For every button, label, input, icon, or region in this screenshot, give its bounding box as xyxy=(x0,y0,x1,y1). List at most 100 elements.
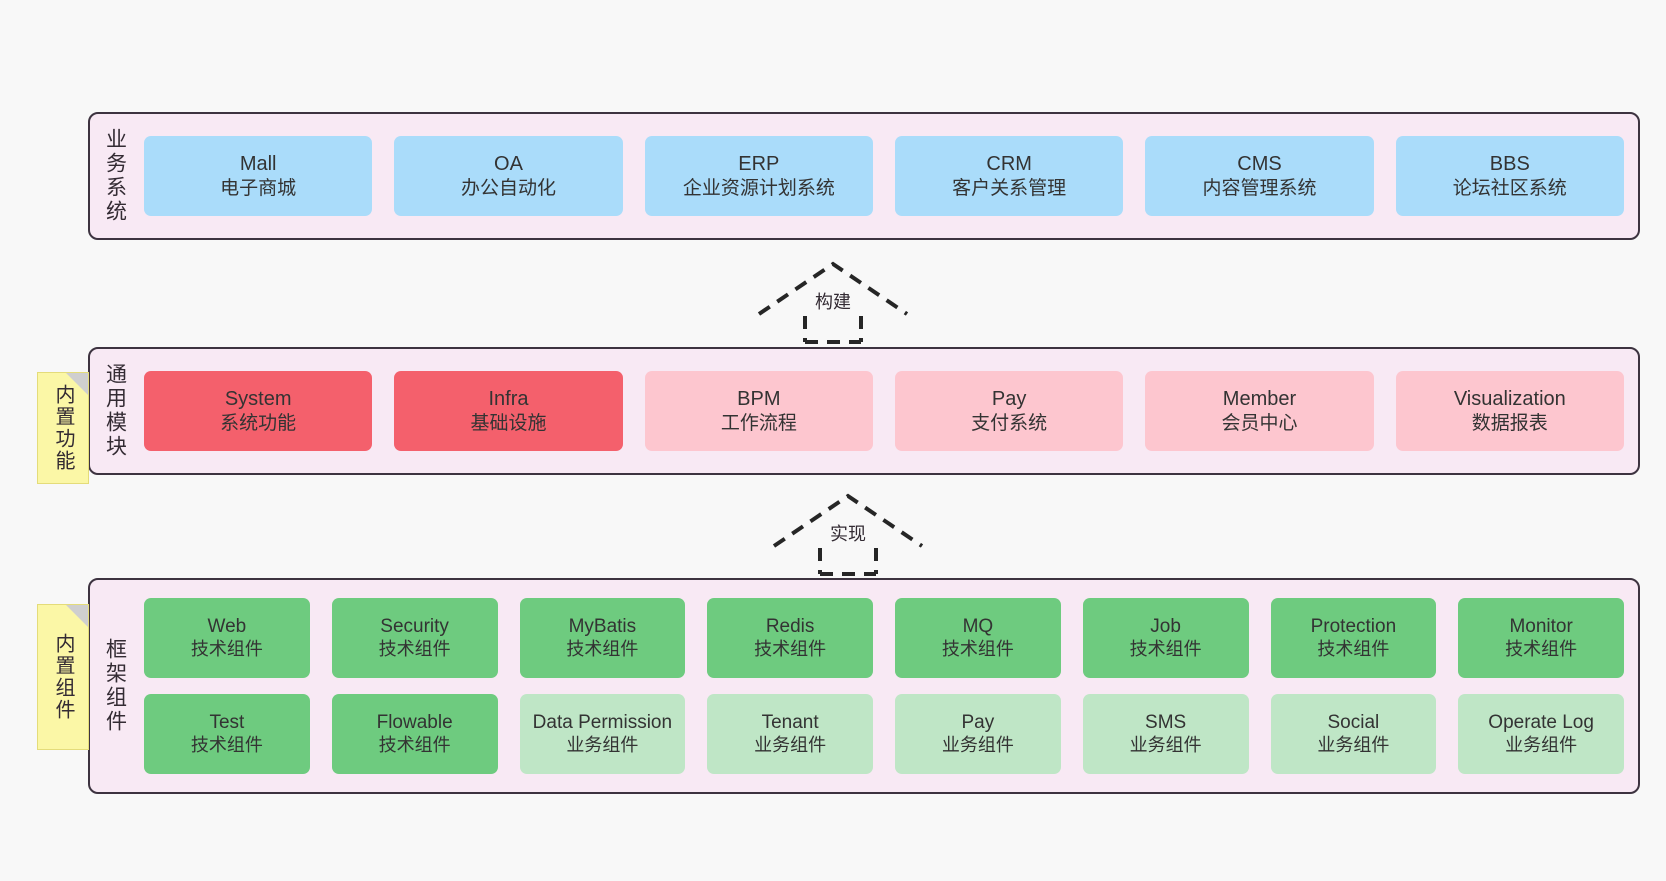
card-pay-business[interactable]: Pay 业务组件 xyxy=(895,694,1061,774)
card-subtitle: 论坛社区系统 xyxy=(1452,177,1567,199)
arrow-build: 构建 xyxy=(757,258,909,344)
card-subtitle: 电子商城 xyxy=(220,177,297,199)
card-title: Pay xyxy=(991,388,1027,411)
card-tenant[interactable]: Tenant 业务组件 xyxy=(707,694,873,774)
card-title: Pay xyxy=(961,712,995,734)
card-subtitle: 技术组件 xyxy=(190,638,263,659)
card-title: Monitor xyxy=(1509,616,1573,638)
card-subtitle: 技术组件 xyxy=(941,638,1014,659)
card-title: System xyxy=(224,388,292,411)
layer-title-business-systems: 业务系统 xyxy=(103,128,127,224)
card-title: Operate Log xyxy=(1488,712,1594,734)
card-title: Mall xyxy=(239,153,277,176)
note-label: 内置功能 xyxy=(52,384,74,472)
card-security[interactable]: Security 技术组件 xyxy=(331,598,498,678)
card-erp[interactable]: ERP 企业资源计划系统 xyxy=(644,136,873,216)
card-subtitle: 技术组件 xyxy=(1317,638,1390,659)
card-subtitle: 业务组件 xyxy=(1317,734,1390,755)
layer-common-modules: 通用模块 System 系统功能 Infra 基础设施 BPM 工作流程 Pay… xyxy=(88,347,1640,475)
card-operate-log[interactable]: Operate Log 业务组件 xyxy=(1458,694,1624,774)
layer-title-common-modules: 通用模块 xyxy=(103,363,127,459)
card-title: CMS xyxy=(1237,153,1282,176)
card-subtitle: 客户关系管理 xyxy=(952,177,1067,199)
card-bbs[interactable]: BBS 论坛社区系统 xyxy=(1395,136,1624,216)
card-subtitle: 基础设施 xyxy=(470,412,547,434)
card-visualization[interactable]: Visualization 数据报表 xyxy=(1395,371,1624,451)
card-title: Infra xyxy=(488,388,529,411)
arrow-implement: 实现 xyxy=(772,490,924,576)
card-title: Web xyxy=(207,616,247,638)
card-bpm[interactable]: BPM 工作流程 xyxy=(644,371,873,451)
card-row: Web 技术组件 Security 技术组件 MyBatis 技术组件 Redi… xyxy=(144,598,1624,678)
card-web[interactable]: Web 技术组件 xyxy=(144,598,310,678)
card-title: Test xyxy=(209,712,245,734)
card-subtitle: 技术组件 xyxy=(378,638,451,659)
card-subtitle: 技术组件 xyxy=(754,638,827,659)
card-subtitle: 内容管理系统 xyxy=(1202,177,1317,199)
layer-title-framework-components: 框架组件 xyxy=(103,638,127,734)
card-mq[interactable]: MQ 技术组件 xyxy=(895,598,1061,678)
card-subtitle: 业务组件 xyxy=(754,734,827,755)
card-flowable[interactable]: Flowable 技术组件 xyxy=(331,694,498,774)
card-title: Member xyxy=(1222,388,1297,411)
card-title: CRM xyxy=(986,153,1032,176)
card-system[interactable]: System 系统功能 xyxy=(144,371,373,451)
note-label: 内置组件 xyxy=(52,633,74,721)
card-cms[interactable]: CMS 内容管理系统 xyxy=(1145,136,1374,216)
card-title: Data Permission xyxy=(532,712,673,734)
layer-body-framework-components: Web 技术组件 Security 技术组件 MyBatis 技术组件 Redi… xyxy=(140,580,1638,792)
card-protection[interactable]: Protection 技术组件 xyxy=(1270,598,1437,678)
card-test[interactable]: Test 技术组件 xyxy=(144,694,310,774)
note-fold-corner-icon xyxy=(66,373,88,395)
card-subtitle: 技术组件 xyxy=(566,638,639,659)
card-subtitle: 业务组件 xyxy=(941,734,1014,755)
card-title: SMS xyxy=(1145,712,1187,734)
note-fold-corner-icon xyxy=(66,605,88,627)
card-mall[interactable]: Mall 电子商城 xyxy=(144,136,373,216)
card-title: Protection xyxy=(1310,616,1397,638)
card-row: Test 技术组件 Flowable 技术组件 Data Permission … xyxy=(144,694,1624,774)
card-mybatis[interactable]: MyBatis 技术组件 xyxy=(519,598,686,678)
card-job[interactable]: Job 技术组件 xyxy=(1082,598,1249,678)
arrow-label: 实现 xyxy=(828,524,868,546)
card-title: Social xyxy=(1327,712,1380,734)
card-sms[interactable]: SMS 业务组件 xyxy=(1082,694,1249,774)
card-row: System 系统功能 Infra 基础设施 BPM 工作流程 Pay 支付系统… xyxy=(144,371,1624,451)
layer-framework-components: 框架组件 Web 技术组件 Security 技术组件 MyBatis 技术组件… xyxy=(88,578,1640,794)
note-built-in-components: 内置组件 xyxy=(37,604,89,750)
layer-body-common-modules: System 系统功能 Infra 基础设施 BPM 工作流程 Pay 支付系统… xyxy=(140,349,1638,473)
card-subtitle: 数据报表 xyxy=(1471,412,1548,434)
card-monitor[interactable]: Monitor 技术组件 xyxy=(1458,598,1624,678)
card-title: MQ xyxy=(962,616,994,638)
card-title: MyBatis xyxy=(568,616,637,638)
card-title: Tenant xyxy=(761,712,819,734)
layer-body-business-systems: Mall 电子商城 OA 办公自动化 ERP 企业资源计划系统 CRM 客户关系… xyxy=(140,114,1638,238)
card-subtitle: 办公自动化 xyxy=(460,177,556,199)
card-title: OA xyxy=(494,153,523,176)
card-subtitle: 技术组件 xyxy=(378,734,451,755)
card-title: Job xyxy=(1150,616,1181,638)
card-pay[interactable]: Pay 支付系统 xyxy=(894,371,1124,451)
card-title: BBS xyxy=(1489,153,1530,176)
card-subtitle: 技术组件 xyxy=(1129,638,1202,659)
card-subtitle: 支付系统 xyxy=(971,412,1048,434)
card-row: Mall 电子商城 OA 办公自动化 ERP 企业资源计划系统 CRM 客户关系… xyxy=(144,136,1624,216)
card-subtitle: 系统功能 xyxy=(220,412,297,434)
note-built-in-functions: 内置功能 xyxy=(37,372,89,484)
card-social[interactable]: Social 业务组件 xyxy=(1270,694,1437,774)
card-crm[interactable]: CRM 客户关系管理 xyxy=(894,136,1124,216)
card-oa[interactable]: OA 办公自动化 xyxy=(394,136,623,216)
card-subtitle: 业务组件 xyxy=(1129,734,1202,755)
card-data-permission[interactable]: Data Permission 业务组件 xyxy=(519,694,686,774)
card-subtitle: 企业资源计划系统 xyxy=(682,177,835,199)
arrow-label: 构建 xyxy=(813,292,853,314)
card-infra[interactable]: Infra 基础设施 xyxy=(394,371,623,451)
card-subtitle: 业务组件 xyxy=(1505,734,1578,755)
card-title: Flowable xyxy=(376,712,453,734)
card-redis[interactable]: Redis 技术组件 xyxy=(707,598,873,678)
layer-business-systems: 业务系统 Mall 电子商城 OA 办公自动化 ERP 企业资源计划系统 CRM… xyxy=(88,112,1640,240)
card-title: Visualization xyxy=(1453,388,1566,411)
card-title: Security xyxy=(380,616,449,638)
card-member[interactable]: Member 会员中心 xyxy=(1145,371,1374,451)
